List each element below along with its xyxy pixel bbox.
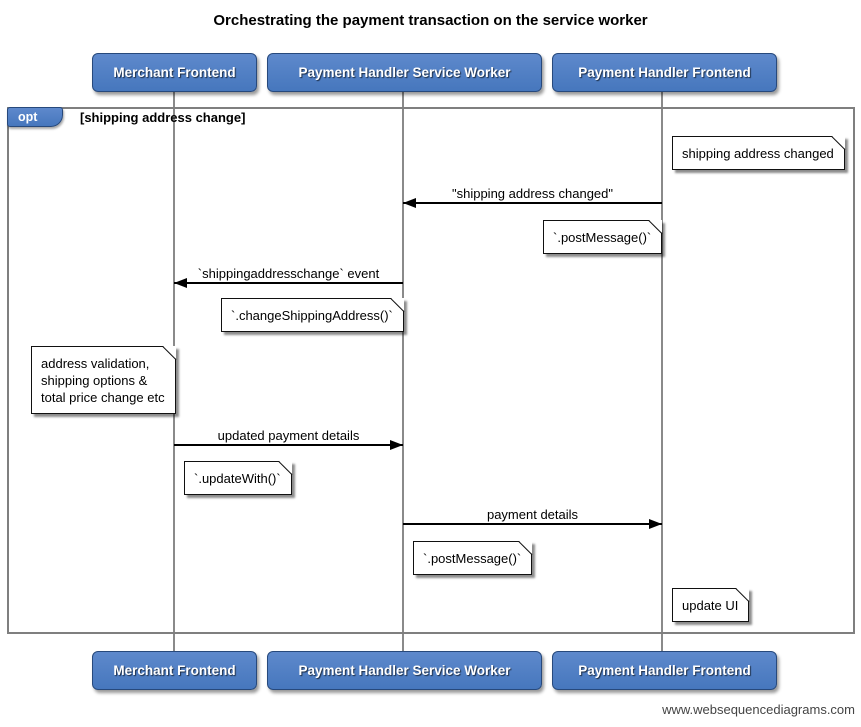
note-change-shipping-address: `.changeShippingAddress()` — [221, 298, 404, 332]
note-fold-icon — [278, 461, 292, 474]
note-text-line: shipping options & — [41, 373, 148, 388]
actor-bottom-payment-handler-service-worker: Payment Handler Service Worker — [267, 651, 542, 690]
message-label-shipping-address-changed: "shipping address changed" — [451, 186, 613, 201]
note-post-message-sw: `.postMessage()` — [543, 220, 663, 254]
opt-frame — [7, 107, 855, 634]
note-shipping-address-changed: shipping address changed — [672, 136, 845, 170]
actor-label: Payment Handler Service Worker — [298, 65, 511, 80]
note-text: update UI — [682, 598, 739, 613]
note-text: `.updateWith()` — [194, 471, 281, 486]
note-post-message-frontend: `.postMessage()` — [413, 541, 533, 575]
message-label-payment-details: payment details — [486, 507, 579, 522]
message-arrow-line — [403, 202, 662, 204]
opt-frame-tab: opt — [7, 107, 63, 127]
message-arrow-line — [403, 523, 662, 525]
actor-top-merchant-frontend: Merchant Frontend — [92, 53, 257, 92]
opt-frame-condition: [shipping address change] — [80, 110, 246, 125]
note-text: `.postMessage()` — [553, 230, 652, 245]
note-text: `.changeShippingAddress()` — [231, 308, 393, 323]
actor-label: Merchant Frontend — [113, 65, 236, 80]
actor-top-payment-handler-frontend: Payment Handler Frontend — [552, 53, 777, 92]
arrowhead-left-icon — [174, 278, 187, 288]
note-fold-icon — [736, 588, 750, 601]
actor-label: Merchant Frontend — [113, 663, 236, 678]
arrowhead-right-icon — [649, 519, 662, 529]
note-text: `.postMessage()` — [423, 551, 522, 566]
note-text-line: total price change etc — [41, 390, 165, 405]
note-fold-icon — [831, 136, 845, 149]
note-text: shipping address changed — [682, 146, 834, 161]
note-fold-icon — [162, 346, 176, 359]
actor-top-payment-handler-service-worker: Payment Handler Service Worker — [267, 53, 542, 92]
note-fold-icon — [649, 220, 663, 233]
note-text-line: address validation, — [41, 356, 150, 371]
note-update-with: `.updateWith()` — [184, 461, 292, 495]
note-address-validation: address validation, shipping options & t… — [31, 346, 176, 414]
message-label-shippingaddresschange-event: `shippingaddresschange` event — [197, 266, 380, 281]
actor-label: Payment Handler Service Worker — [298, 663, 511, 678]
actor-bottom-merchant-frontend: Merchant Frontend — [92, 651, 257, 690]
actor-label: Payment Handler Frontend — [578, 663, 751, 678]
note-fold-icon — [519, 541, 533, 554]
message-arrow-line — [174, 444, 403, 446]
lifeline-payment-handler-service-worker — [402, 92, 404, 652]
actor-bottom-payment-handler-frontend: Payment Handler Frontend — [552, 651, 777, 690]
arrowhead-left-icon — [403, 198, 416, 208]
diagram-title: Orchestrating the payment transaction on… — [213, 12, 648, 29]
note-fold-icon — [390, 298, 404, 311]
note-update-ui: update UI — [672, 588, 750, 622]
lifeline-payment-handler-frontend — [661, 92, 663, 652]
actor-label: Payment Handler Frontend — [578, 65, 751, 80]
arrowhead-right-icon — [390, 440, 403, 450]
websequencediagrams-watermark: www.websequencediagrams.com — [662, 702, 855, 717]
message-arrow-line — [174, 282, 403, 284]
message-label-updated-payment-details: updated payment details — [217, 428, 360, 443]
